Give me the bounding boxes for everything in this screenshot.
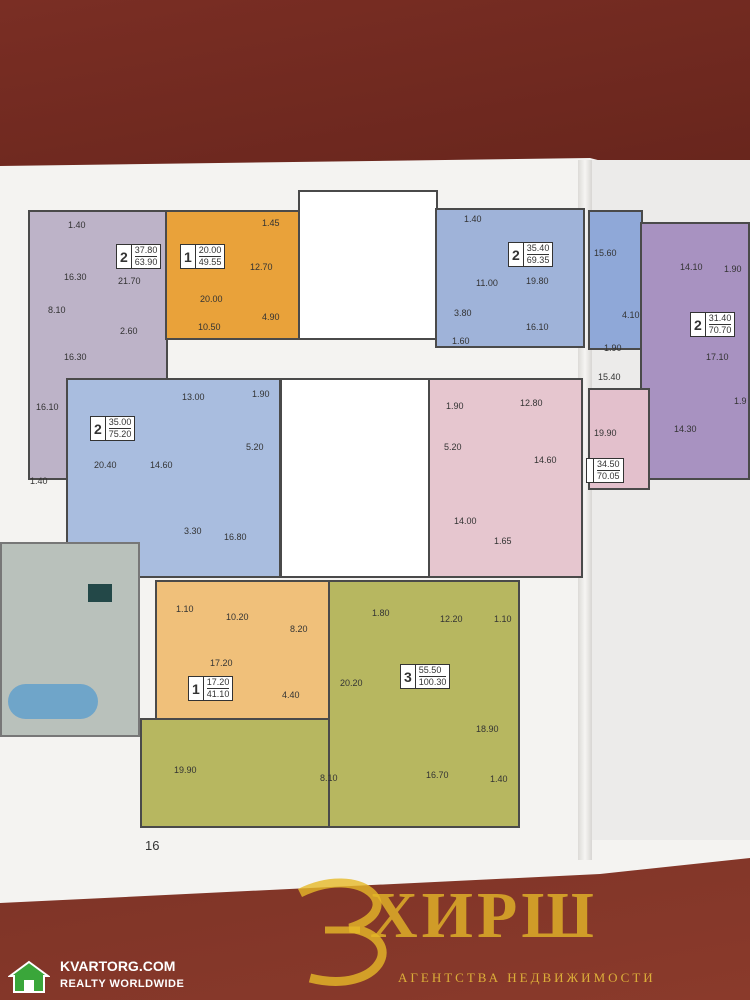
room-area-label: 1.9 [734, 396, 747, 406]
room-area-label: 4.40 [282, 690, 300, 700]
page-number: 16 [145, 838, 160, 853]
apartment-2-room-b [435, 208, 585, 348]
room-area-label: 1.90 [252, 389, 270, 399]
room-area-label: 1.80 [372, 608, 390, 618]
room-area-label: 20.20 [340, 678, 363, 688]
room-area-label: 1.40 [464, 214, 482, 224]
room-area-label: 10.20 [226, 612, 249, 622]
source-logo-name: KVARTORG.COM [60, 958, 176, 974]
room-area-label: 16.10 [526, 322, 549, 332]
site-pond [8, 684, 98, 719]
room-area-label: 16.30 [64, 272, 87, 282]
room-area-label: 17.20 [210, 658, 233, 668]
apartment-pink-middle [428, 378, 583, 578]
room-area-label: 1.40 [30, 476, 48, 486]
room-area-label: 14.10 [680, 262, 703, 272]
room-area-label: 19.90 [594, 428, 617, 438]
room-area-label: 19.90 [174, 765, 197, 775]
room-area-label: 12.20 [440, 614, 463, 624]
room-area-label: 15.40 [598, 372, 621, 382]
room-area-label: 10.50 [198, 322, 221, 332]
house-icon [8, 960, 50, 993]
room-area-label: 1.90 [446, 401, 464, 411]
room-area-label: 4.90 [262, 312, 280, 322]
room-area-label: 16.70 [426, 770, 449, 780]
room-area-label: 16.10 [36, 402, 59, 412]
room-area-label: 5.20 [246, 442, 264, 452]
room-area-label: 1.10 [494, 614, 512, 624]
room-area-label: 1.65 [494, 536, 512, 546]
room-area-label: 2.60 [120, 326, 138, 336]
room-area-label: 5.20 [444, 442, 462, 452]
room-area-label: 1.90 [724, 264, 742, 274]
room-area-label: 11.00 [476, 278, 498, 288]
apartment-3-room-b [140, 718, 330, 828]
apartment-3-room [328, 580, 520, 828]
room-area-label: 21.70 [118, 276, 141, 286]
source-logo-tagline: REALTY WORLDWIDE [60, 978, 185, 990]
room-area-label: 14.00 [454, 516, 477, 526]
room-area-label: 14.60 [150, 460, 173, 470]
room-area-label: 13.00 [182, 392, 205, 402]
room-area-label: 3.80 [454, 308, 472, 318]
room-area-label: 8.10 [48, 305, 66, 315]
stairwell-middle [280, 378, 430, 578]
room-area-label: 1.90 [604, 343, 622, 353]
room-area-label: 1.45 [262, 218, 280, 228]
site-building-highlight [88, 584, 112, 602]
room-area-label: 14.60 [534, 455, 557, 465]
watermark-brand: ХИРШ [370, 879, 598, 952]
room-area-label: 18.90 [476, 724, 499, 734]
room-area-label: 14.30 [674, 424, 697, 434]
room-area-label: 12.80 [520, 398, 543, 408]
apartment-2-room-c [640, 222, 750, 480]
apartment-1-room-a [165, 210, 300, 340]
room-area-label: 20.00 [200, 294, 223, 304]
room-area-label: 20.40 [94, 460, 117, 470]
room-area-label: 17.10 [706, 352, 729, 362]
room-area-label: 1.10 [176, 604, 194, 614]
room-area-label: 1.40 [68, 220, 86, 230]
room-area-label: 16.30 [64, 352, 87, 362]
site-plan-inset [0, 542, 140, 737]
room-area-label: 3.30 [184, 526, 202, 536]
room-area-label: 16.80 [224, 532, 247, 542]
room-area-label: 4.10 [622, 310, 640, 320]
room-area-label: 19.80 [526, 276, 549, 286]
room-area-label: 8.20 [290, 624, 308, 634]
room-area-label: 1.40 [490, 774, 508, 784]
apartment-right-blue [588, 210, 643, 350]
watermark-subtitle: АГЕНТСТВА НЕДВИЖИМОСТИ [398, 970, 656, 985]
room-area-label: 12.70 [250, 262, 273, 272]
hirsh-logo-icon [297, 878, 387, 986]
room-area-label: 15.60 [594, 248, 617, 258]
room-area-label: 1.60 [452, 336, 470, 346]
room-area-label: 8.10 [320, 773, 338, 783]
